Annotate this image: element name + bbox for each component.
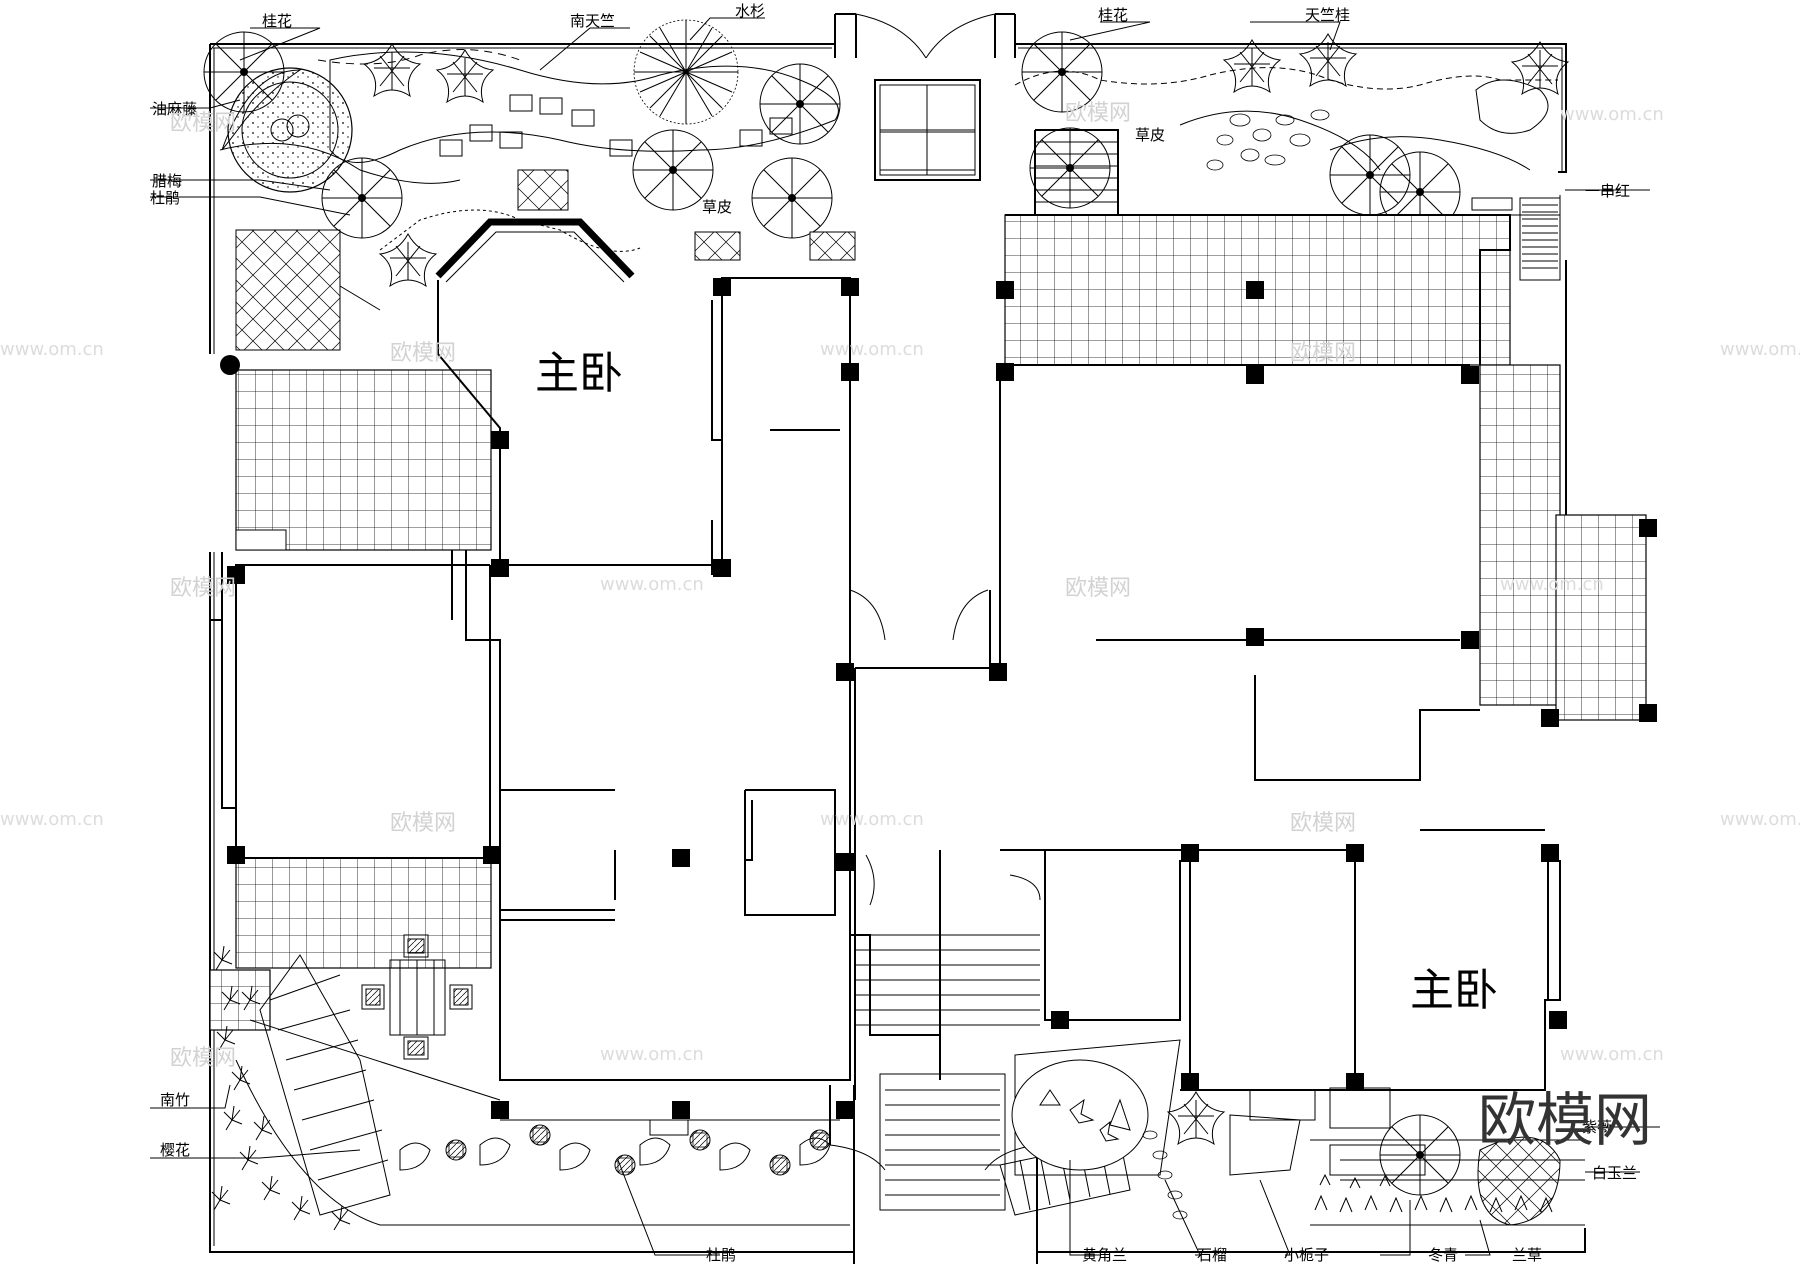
label-dujuan-nw: 杜鹃: [150, 189, 180, 207]
svg-text:欧模网: 欧模网: [1065, 576, 1131, 601]
terrace-east: [1479, 364, 1561, 706]
label-tianzhugui: 天竺桂: [1305, 6, 1350, 24]
svg-text:欧模网: 欧模网: [390, 341, 456, 366]
label-xiaozhizi: 小栀子: [1284, 1246, 1329, 1264]
svg-text:欧模网: 欧模网: [1290, 811, 1356, 836]
svg-text:www.om.cn: www.om.cn: [0, 809, 104, 830]
svg-text:www.om.cn: www.om.cn: [1720, 809, 1800, 830]
label-dujuan-s: 杜鹃: [706, 1246, 736, 1264]
room-label-master-north: 主卧: [535, 348, 623, 399]
svg-text:欧模网: 欧模网: [170, 576, 236, 601]
label-shiliu: 石榴: [1197, 1246, 1227, 1264]
svg-text:www.om.cn: www.om.cn: [820, 809, 924, 830]
label-huangjiaolan: 黄角兰: [1082, 1246, 1127, 1264]
svg-text:www.om.cn: www.om.cn: [820, 339, 924, 360]
leader-lines: [150, 17, 1660, 1256]
terrace-west: [235, 857, 492, 969]
label-guihua-nw: 桂花: [262, 12, 292, 30]
label-lancao: 兰草: [1512, 1246, 1542, 1264]
label-yichuanhong: 一串红: [1585, 182, 1630, 200]
svg-text:欧模网: 欧模网: [170, 111, 236, 136]
property-boundary: [209, 43, 1586, 1253]
label-youmateng: 油麻藤: [152, 100, 197, 118]
svg-text:www.om.cn: www.om.cn: [1560, 1044, 1664, 1065]
svg-text:www.om.cn: www.om.cn: [1500, 574, 1604, 595]
label-dongqing: 冬青: [1428, 1246, 1458, 1264]
label-yinghua: 樱花: [160, 1141, 190, 1159]
label-partial: 紫薇: [1582, 1118, 1612, 1136]
label-guihua-n: 桂花: [1098, 6, 1128, 24]
label-lamei: 腊梅: [152, 172, 182, 190]
label-baiyulan: 白玉兰: [1592, 1164, 1637, 1182]
svg-text:欧模网: 欧模网: [1065, 101, 1131, 126]
terrace-nw: [235, 369, 492, 551]
svg-text:www.om.cn: www.om.cn: [600, 1044, 704, 1065]
svg-text:www.om.cn: www.om.cn: [1720, 339, 1800, 360]
svg-text:欧模网: 欧模网: [170, 1046, 236, 1071]
svg-text:www.om.cn: www.om.cn: [0, 339, 104, 360]
label-nantianzhu: 南天竺: [570, 12, 615, 30]
label-caopi-1: 草皮: [702, 198, 732, 216]
watermark-logo: 欧模网: [1478, 1086, 1652, 1154]
label-caopi-2: 草皮: [1135, 126, 1165, 144]
bay-window-nw: [435, 218, 635, 279]
watermarks: 欧模网 欧模网 欧模网 欧模网 欧模网 欧模网 欧模网 欧模网 欧模网 www.…: [0, 101, 1800, 1071]
svg-text:www.om.cn: www.om.cn: [600, 574, 704, 595]
svg-text:欧模网: 欧模网: [390, 811, 456, 836]
room-label-master-south: 主卧: [1410, 965, 1498, 1016]
svg-text:欧模网: 欧模网: [1290, 341, 1356, 366]
label-nanzhu: 南竹: [160, 1091, 190, 1109]
label-shuishan: 水杉: [735, 2, 765, 20]
svg-text:www.om.cn: www.om.cn: [1560, 104, 1664, 125]
